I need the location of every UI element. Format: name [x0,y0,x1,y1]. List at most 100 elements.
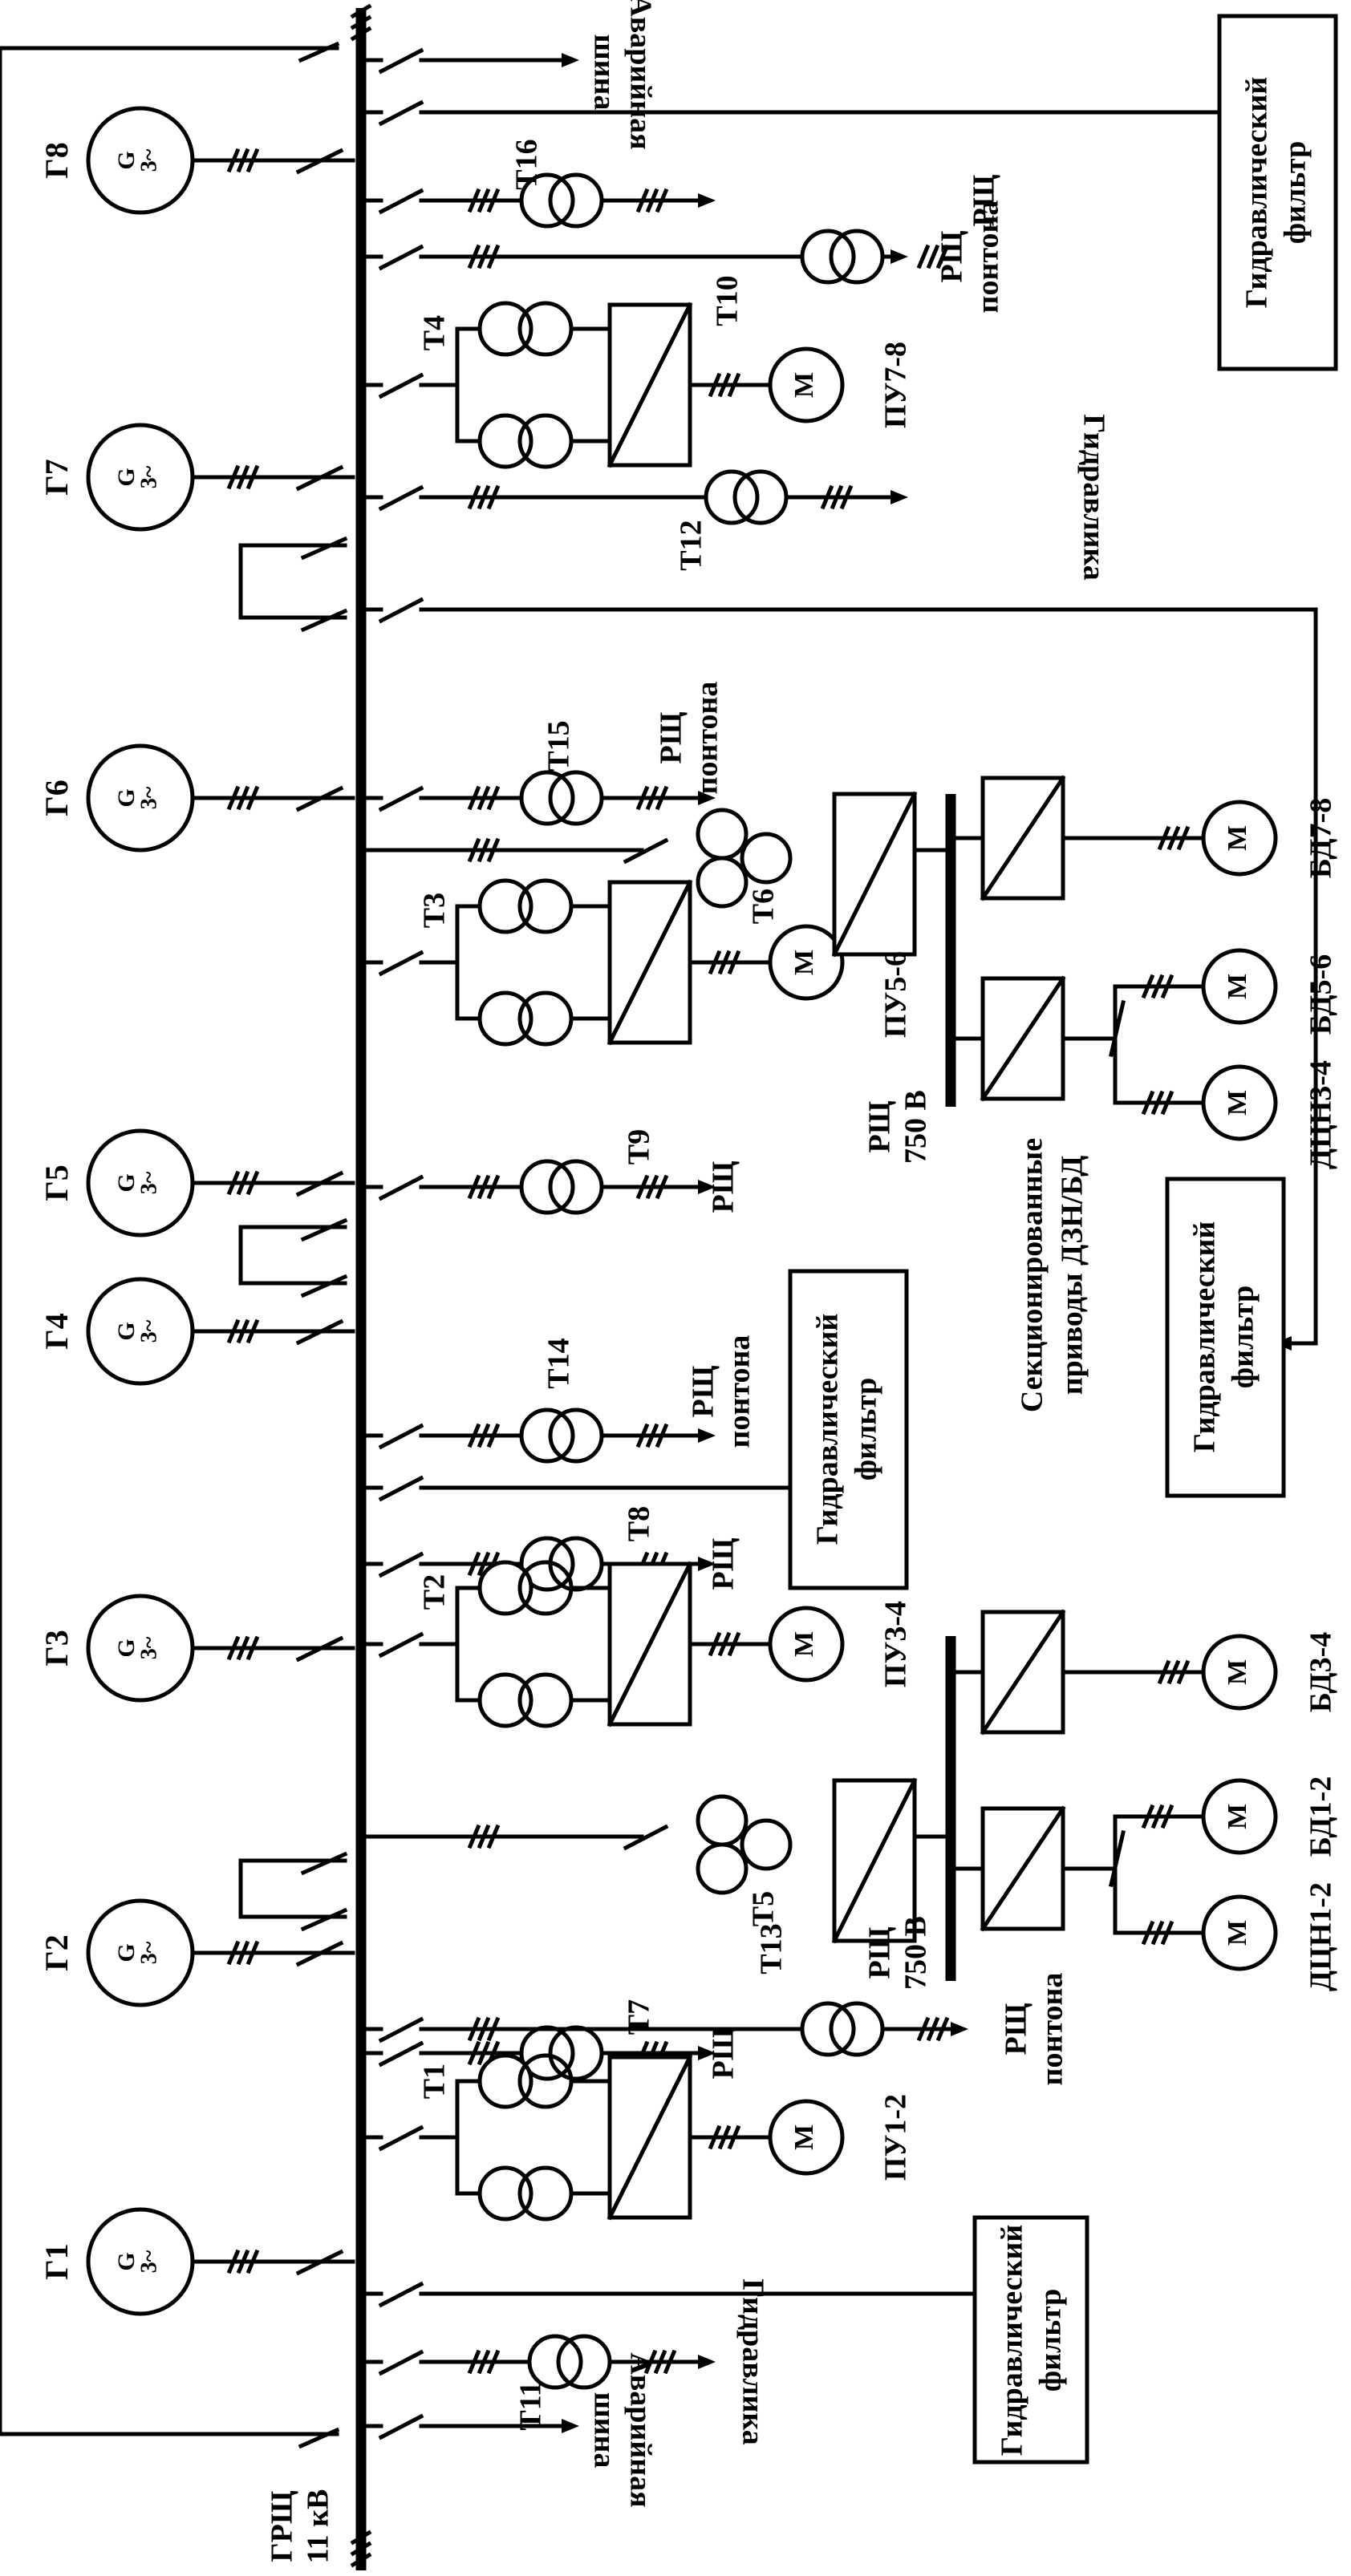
feeder-t11-arrow [698,2355,716,2369]
bd56-inverter-diagonal [980,975,1066,1102]
cable-ticks [635,1174,669,1200]
circuit-breaker [359,1551,424,1578]
circuit-breaker [359,1423,424,1450]
t6-tr-c [740,832,793,885]
feeder-t9-winding-2 [548,1159,604,1215]
cable-ticks [226,1318,260,1344]
cable-ticks [1141,1920,1175,1946]
busbar-name: ГРЩ [266,2490,299,2562]
cable-ticks [467,188,501,213]
generator-phase-mark: 3~ [136,1636,161,1659]
pu12-tr-0-b [517,2053,574,2109]
rsch-ponton-label: понтона [723,1335,757,1448]
transformer-label: Т15 [542,720,576,771]
emergency-label: шина [587,34,621,111]
t6-rectifier-diagonal [831,791,918,958]
feeder-t7-arrow [698,2046,716,2060]
bd56-motor-a [1201,948,1278,1025]
cable-ticks [643,2349,677,2375]
pu12-motor [768,2099,845,2176]
pu56-converter-diagonal [607,879,693,1046]
filter-label: фильтр [850,1378,883,1480]
generator-phase-mark: 3~ [136,786,161,809]
thruster-label: БД3-4 [1304,1632,1338,1712]
hydraulic-filter-box-3 [1165,1177,1286,1498]
circuit-breaker [359,47,424,75]
cable-ticks [467,785,501,811]
hydraulic-filter-box-1 [972,2215,1089,2465]
generator-label: Г4 [39,1313,75,1349]
cable-ticks [1157,1659,1191,1685]
bd78-inverter-diagonal [980,775,1066,901]
filter-label: Гидравлический [996,2225,1029,2457]
generator-label: Г3 [39,1630,75,1666]
cable-ticks [226,148,260,173]
generator-symbol: G [113,151,140,169]
pu34-converter-diagonal [607,1561,693,1727]
generator-symbol: G [113,468,140,486]
cable-ticks [708,372,741,398]
thruster-label: БД7-8 [1304,798,1338,878]
motor-symbol: М [1223,1659,1252,1685]
rsch-label: РЩ [707,2027,740,2079]
circuit-breaker [359,950,424,977]
sectioned-label: Секционированные [1016,1138,1049,1412]
cable-ticks [820,484,854,510]
t5-tr-b [696,1794,749,1847]
emergency-label: Аварийная [623,2352,657,2507]
cable-ticks [1141,1090,1175,1116]
busbar-voltage: 11 кВ [302,2489,335,2564]
pu78-converter-diagonal [607,302,693,468]
transformer-label: Т12 [675,520,708,570]
cable-ticks [635,1423,669,1448]
filter-label: Гидравлический [1240,77,1274,309]
dc-bus-label: РЩ [863,1926,897,1979]
pu78-tr-0-a [477,301,534,357]
t6-tr-a [696,856,749,909]
feeder-t14-winding-1 [519,1407,575,1464]
feeder-t15-arrow [698,791,716,805]
generator-breaker [294,1170,344,1197]
pu56-tr-0-b [517,878,574,934]
cable-ticks [467,1174,501,1200]
propulsion-label: ПУ7-8 [879,342,913,428]
t6-tr-b [696,808,749,861]
generator-symbol: G [113,1638,140,1657]
cable-ticks [708,1631,741,1657]
pu78-motor [768,346,845,423]
circuit-breaker [359,244,424,271]
pu56-motor [768,924,845,1001]
propulsion-label: ПУ5-6 [879,951,913,1038]
generator-breaker [294,785,344,812]
feeder-t12-arrow [891,490,908,504]
feeder-t15-winding-1 [519,770,575,826]
t5-rectifier-diagonal [831,1777,918,1944]
feeder-t12-winding-1 [704,469,760,525]
circuit-breaker [359,597,424,624]
motor-symbol: М [1223,1920,1252,1946]
emergency-ring-line [0,41,340,2449]
rsch-ponton-label: РЩ [687,1365,720,1417]
cable-ticks [226,785,260,811]
circuit-breaker [359,188,424,215]
filter-label: Гидравлический [811,1314,845,1545]
t5-breaker [623,1824,669,1851]
bd34-inverter-diagonal [980,1609,1066,1736]
propulsion-label: ПУ1-2 [879,2094,913,2181]
motor-symbol: М [789,950,819,975]
pu34-tr-1-a [477,1672,534,1728]
circuit-breaker [359,1174,424,1201]
filter-label: фильтр [1279,141,1312,244]
cable-ticks [635,785,669,811]
bd12-motor-a [1201,1778,1278,1855]
pu12-tr-1-a [477,2165,534,2222]
feeder-t11-winding-2 [556,2334,612,2390]
rsch-ponton-label: РЩ [935,230,969,282]
rsch-ponton-label: понтона [972,200,1005,314]
thruster-label: БД1-2 [1304,1776,1338,1857]
t5-tr-a [696,1842,749,1895]
feeder-t10-arrow [891,249,908,264]
generator-breaker [294,1318,344,1346]
